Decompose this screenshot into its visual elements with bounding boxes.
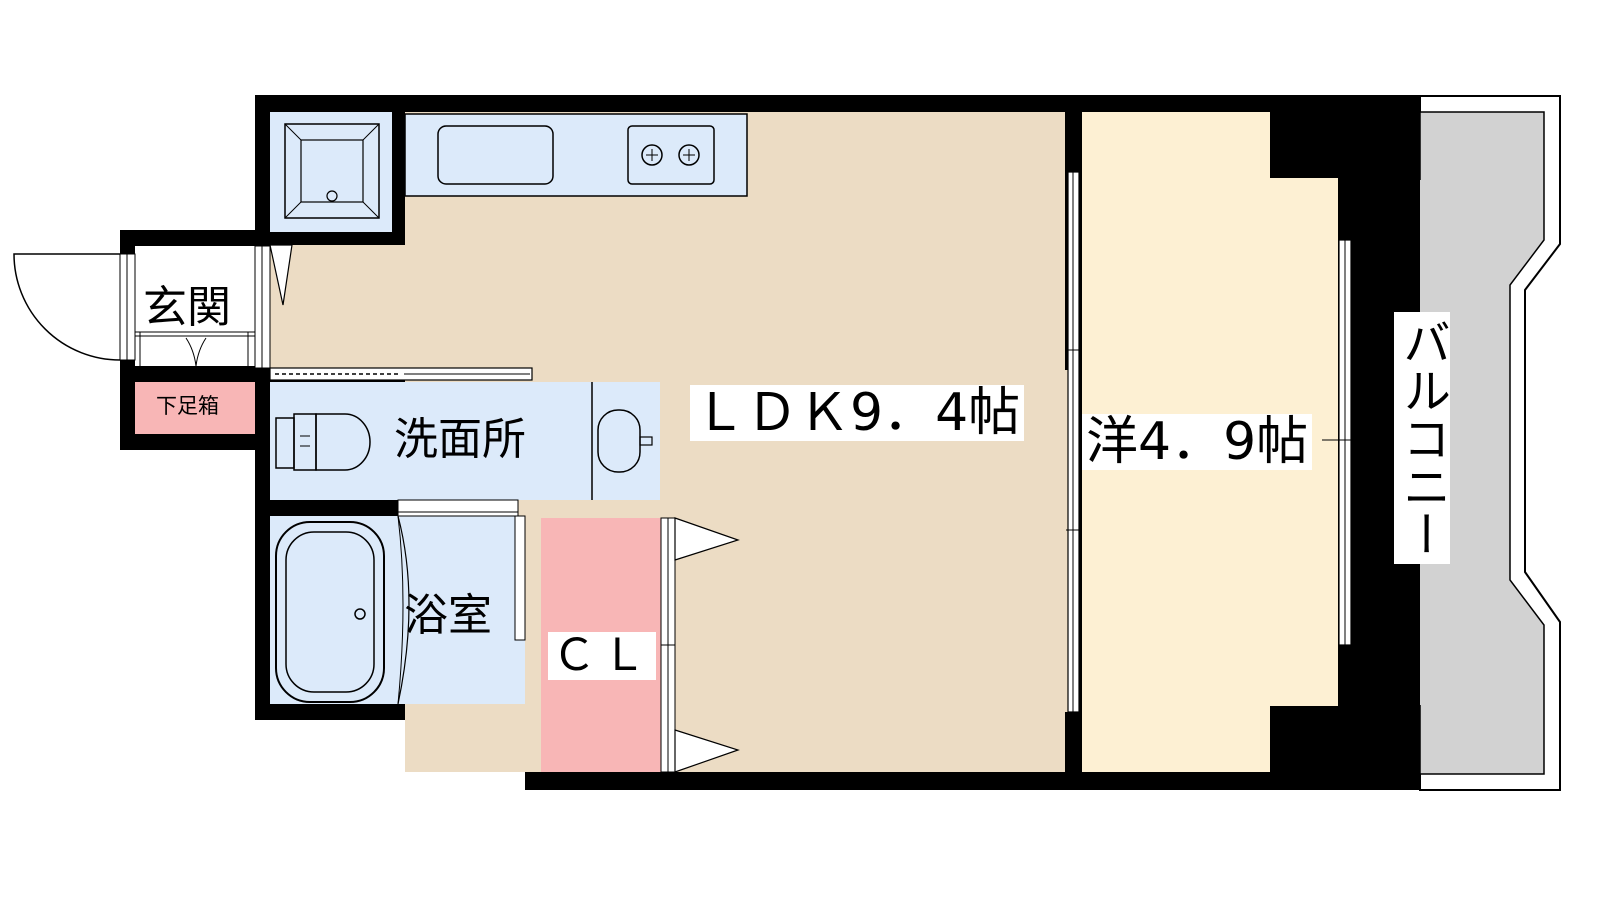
western-room-label: 洋4．9帖: [1082, 414, 1313, 470]
toilet-fixture: [275, 413, 371, 471]
entrance-area: [119, 245, 271, 369]
ldk-label: ＬＤＫ9．4帖: [690, 385, 1025, 441]
shoe-box-label: 下足箱: [156, 394, 219, 418]
partition-wall: [1065, 112, 1082, 772]
washroom-area: [270, 382, 660, 500]
closet-label: ＣＬ: [548, 632, 656, 680]
shoe-box: [135, 382, 255, 434]
bathroom-label: 浴室: [404, 590, 492, 641]
washbasin-fixture: [597, 409, 653, 473]
entry-door-swing: [13, 253, 121, 361]
washroom-label: 洗面所: [394, 414, 526, 465]
bathroom-area: [270, 499, 526, 705]
door-swing-marker: [269, 244, 293, 306]
sink-basin: [437, 125, 554, 185]
fridge-space: [270, 112, 392, 232]
balcony-window: [1322, 178, 1360, 706]
washroom-sliding-door: [269, 367, 533, 381]
balcony-label: バルコニー: [1394, 312, 1450, 564]
stove: [627, 125, 715, 185]
kitchen-counter: [404, 113, 748, 197]
entrance-label: 玄関: [143, 282, 231, 333]
